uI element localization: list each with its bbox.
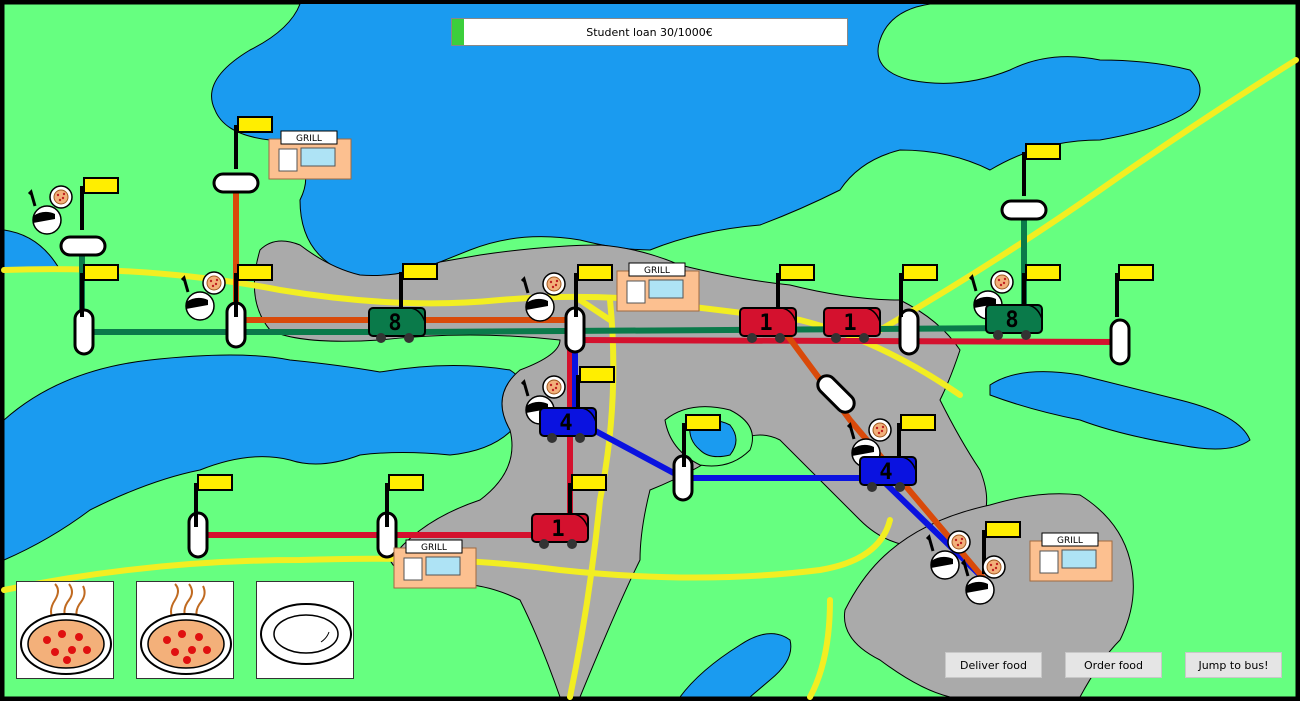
bus-number: 1 xyxy=(843,311,856,336)
grills: GRILL GRILL GRILL GRILL xyxy=(268,130,1113,589)
bus-number: 8 xyxy=(388,311,401,336)
pizza-icon xyxy=(20,583,112,675)
lake-south xyxy=(679,633,792,698)
bus-number: 4 xyxy=(559,411,572,436)
grill-shop: GRILL xyxy=(1029,532,1113,582)
grill-label: GRILL xyxy=(1057,536,1083,546)
bus-number: 1 xyxy=(759,311,772,336)
deliver-food-button[interactable]: Deliver food xyxy=(945,652,1042,678)
bus-1[interactable]: 1 xyxy=(823,307,881,344)
plate-icon xyxy=(260,603,352,665)
bus-8[interactable]: 8 xyxy=(368,307,426,344)
grill-shop: GRILL xyxy=(393,539,477,589)
buses: 8 1 1 8 4 4 1 xyxy=(368,304,1043,550)
inventory-slot-1[interactable] xyxy=(16,581,114,679)
grill-label: GRILL xyxy=(421,543,447,553)
grill-label: GRILL xyxy=(644,266,670,276)
bus-1[interactable]: 1 xyxy=(739,307,797,344)
bus-number: 8 xyxy=(1005,308,1018,333)
order-food-button[interactable]: Order food xyxy=(1065,652,1162,678)
bus-8[interactable]: 8 xyxy=(985,304,1043,341)
bus-4[interactable]: 4 xyxy=(859,456,917,493)
grill-label: GRILL xyxy=(296,134,322,144)
pizza-icon xyxy=(140,583,232,675)
student-loan-label: Student loan 30/1000€ xyxy=(586,25,713,39)
inventory-slot-2[interactable] xyxy=(136,581,234,679)
grill-shop: GRILL xyxy=(616,262,700,312)
lake-east xyxy=(989,371,1251,450)
student-loan-bar: Student loan 30/1000€ xyxy=(451,18,848,46)
grill-shop: GRILL xyxy=(268,130,352,180)
jump-to-bus-button[interactable]: Jump to bus! xyxy=(1185,652,1282,678)
bus-4[interactable]: 4 xyxy=(539,407,597,444)
bus-number: 1 xyxy=(551,517,564,542)
bus-1[interactable]: 1 xyxy=(531,513,589,550)
bus-number: 4 xyxy=(879,460,892,485)
student-loan-fill xyxy=(452,19,464,45)
lake-west xyxy=(3,354,529,561)
inventory-slot-3[interactable] xyxy=(256,581,354,679)
